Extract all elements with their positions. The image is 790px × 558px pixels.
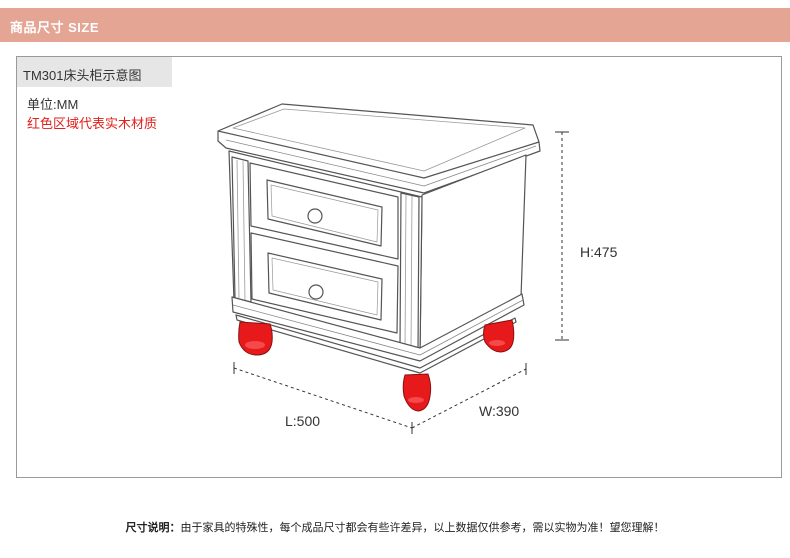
width-label: W:390: [479, 403, 519, 419]
drawer-bottom-knob: [308, 284, 324, 300]
top-board-edge: [217, 130, 540, 179]
right-pilaster: [399, 192, 420, 353]
section-header: 商品尺寸 SIZE: [0, 8, 790, 42]
left-pilaster: [231, 156, 252, 303]
model-tab: TM301床头柜示意图: [17, 57, 172, 87]
footnote: 尺寸说明：由于家具的特殊性，每个成品尺寸都会有些许差异，以上数据仅供参考，需以实…: [0, 519, 790, 535]
leg-front-right: [402, 373, 432, 412]
length-dimension-line: [233, 367, 413, 429]
unit-label: 单位:MM: [27, 97, 79, 112]
height-label: H:475: [580, 244, 618, 260]
plinth: [231, 293, 525, 362]
drawer-top: [249, 162, 399, 260]
model-label: TM301床头柜示意图: [23, 68, 142, 83]
leg-front-left: [238, 321, 273, 356]
top-board: [217, 103, 541, 194]
leg-back-right: [483, 319, 515, 353]
section-title: 商品尺寸 SIZE: [10, 20, 100, 35]
length-label: L:500: [285, 413, 320, 429]
solid-wood-note: 红色区域代表实木材质: [27, 116, 158, 131]
drawer-top-knob: [307, 208, 323, 224]
footnote-text: 由于家具的特殊性，每个成品尺寸都会有些许差异，以上数据仅供参考，需以实物为准！望…: [180, 522, 665, 534]
footnote-label: 尺寸说明：: [125, 522, 181, 534]
